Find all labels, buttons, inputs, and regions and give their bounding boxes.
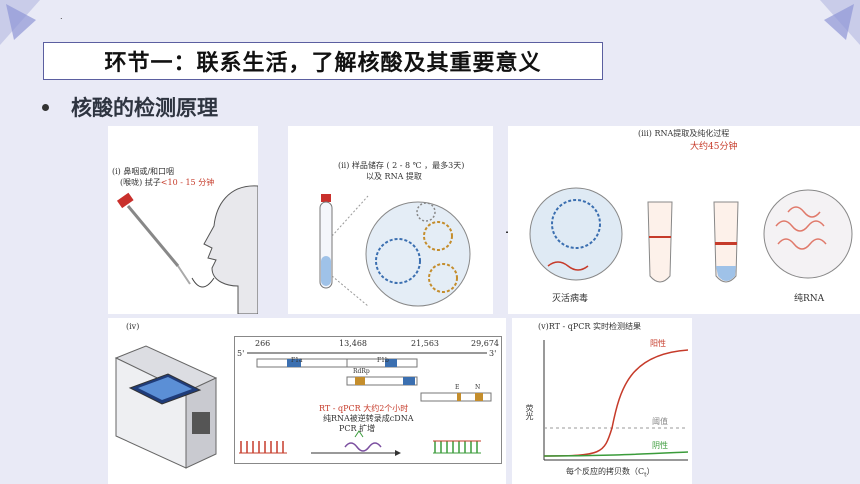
panel-swab: (i) 鼻咽或/和口咽 (喉咙) 拭子<10 - 15 分钟 [108,126,258,314]
panel-extraction: (iii) RNA提取及纯化过程 大约45分钟 灭活病毒 纯RNA [508,126,860,314]
coord-2: 13,468 [339,339,367,348]
panel2-step: (ii) 样品储存 ( 2 - 8 ℃ ，最多3天) [338,161,465,170]
gene-n: N [475,384,481,391]
label-threshold: 阈值 [652,417,668,426]
panel-results: (v)RT - qPCR 实时检测结果 阳性 阈值 阴性 荧光 每个反应的拷贝数… [512,318,692,484]
storage-illustration [319,194,471,307]
bullet-item: 核酸的检测原理 [42,92,218,122]
gene-f1a: F1a [291,357,303,364]
rtqpcr-line3: PCR 扩增 [339,424,376,433]
genome-map-box: 266 13,468 21,563 29,674 5' 3' [234,336,502,464]
panel-rtqpcr: (iv) 266 13,468 21,563 29,674 5' 3' [108,318,506,484]
end-5: 5' [237,349,245,358]
swab-illustration [116,185,258,314]
panel3-label-rna: 纯RNA [794,294,825,304]
slide-title: 环节一：联系生活，了解核酸及其重要意义 [104,51,542,76]
panel4-step: (iv) [126,322,140,331]
coord-3: 21,563 [411,339,439,348]
slide-title-box: 环节一：联系生活，了解核酸及其重要意义 [43,42,603,80]
corner-decoration-top-right [820,0,860,45]
coord-1: 266 [255,339,271,348]
panel5-step: (v)RT - qPCR 实时检测结果 [538,322,641,331]
end-3: 3' [489,349,497,358]
bullet-dot [42,103,49,111]
rtqpcr-line2: 纯RNA被逆转录成cDNA [323,414,414,423]
chart-ylabel: 荧光 [525,404,534,420]
gene-e: E [455,384,460,391]
coord-4: 29,674 [471,339,499,348]
gene-rdrp: RdRp [353,368,370,375]
chart-xlabel: 每个反应的拷贝数（Ct） [566,467,655,479]
gene-f1b: F1b [377,357,389,364]
panel2-line2: 以及 RNA 提取 [366,172,422,181]
rtqpcr-time: RT - qPCR 大约2个小时 [319,404,409,413]
panel3-label-virus: 灭活病毒 [552,294,589,304]
label-negative: 阴性 [652,441,668,450]
extraction-illustration [529,187,853,283]
corner-decoration-top-left [0,0,40,45]
panel1-line2: (喉咙) 拭子<10 - 15 分钟 [120,178,215,187]
panel1-step: (i) 鼻咽或/和口咽 [112,167,175,176]
genome-map [239,352,492,456]
results-chart [543,340,689,461]
panel-storage: (ii) 样品储存 ( 2 - 8 ℃ ，最多3天) 以及 RNA 提取 [288,126,493,314]
pcr-machine-illustration [114,345,218,469]
bullet-text: 核酸的检测原理 [71,96,218,120]
label-positive: 阳性 [650,339,666,348]
dot-mark: . [60,12,63,21]
panel3-step: (iii) RNA提取及纯化过程 [638,129,730,138]
panel3-time: 大约45分钟 [690,142,738,152]
